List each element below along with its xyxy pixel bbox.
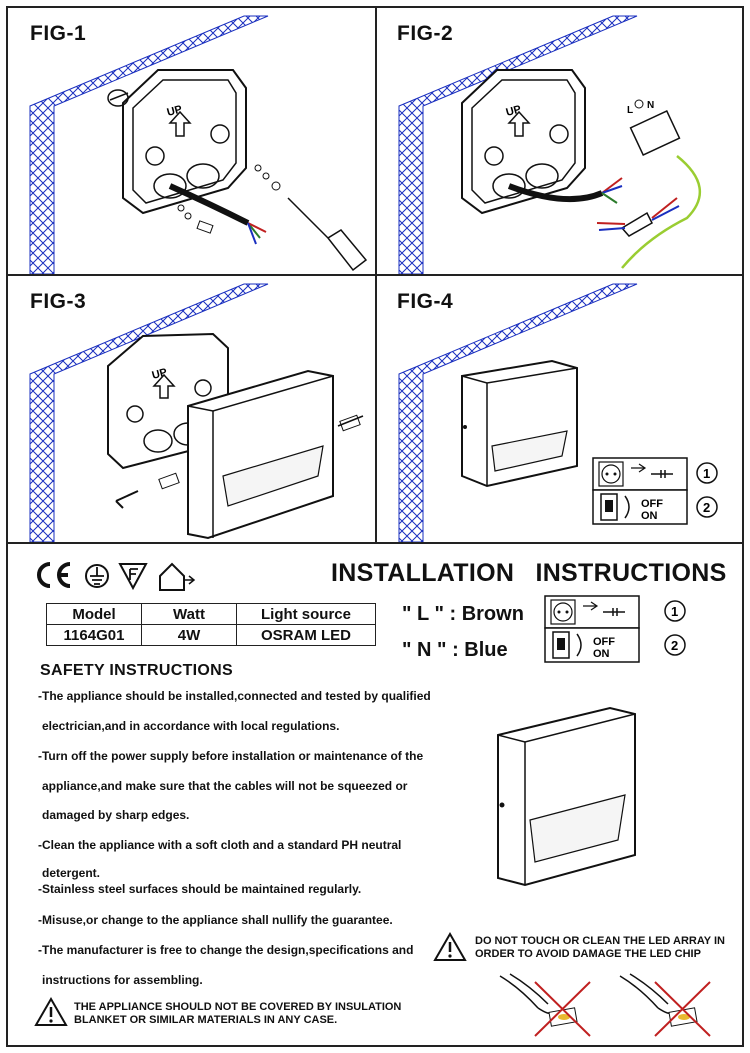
led-warning-line: ORDER TO AVOID DAMAGE THE LED CHIP <box>475 948 701 960</box>
svg-text:OFF: OFF <box>641 498 663 510</box>
f-mark-icon <box>118 563 148 591</box>
safety-line: detergent. <box>42 866 101 880</box>
fig2-label: FIG-2 <box>397 22 454 45</box>
lamp-body <box>187 369 334 540</box>
spec-model: 1164G01 <box>46 624 142 646</box>
spec-table: Model Watt Light source 1164G01 4W OSRAM… <box>46 603 376 646</box>
fig1-label: FIG-1 <box>30 22 87 45</box>
mounting-plate <box>122 69 247 215</box>
main-switch-panel: OFF ON 1 2 <box>544 595 686 663</box>
spec-header-watt: Watt <box>141 603 237 625</box>
product-illustration <box>497 706 636 887</box>
spec-table-header: Model Watt Light source <box>46 603 376 625</box>
safety-line: damaged by sharp edges. <box>42 808 190 822</box>
divider-v <box>375 6 377 544</box>
fig3-label: FIG-3 <box>30 290 87 313</box>
wire-l-label: " L " : Brown <box>402 603 524 625</box>
svg-text:1: 1 <box>703 466 710 481</box>
svg-text:ON: ON <box>641 510 658 522</box>
spec-header-light-source: Light source <box>236 603 376 625</box>
wire-n-label: " N " : Blue <box>402 639 508 661</box>
svg-text:2: 2 <box>703 500 710 515</box>
svg-text:UP: UP <box>151 366 169 382</box>
svg-text:N: N <box>647 100 654 111</box>
earth-ground-icon <box>85 564 109 588</box>
certification-marks <box>37 562 196 591</box>
indoor-use-icon <box>159 562 196 591</box>
safety-line: instructions for assembling. <box>42 973 203 987</box>
svg-text:ON: ON <box>593 648 610 660</box>
cable <box>168 183 250 226</box>
fig4-switch-panel: OFF ON 1 2 <box>592 457 718 525</box>
cover-warning-line: THE APPLIANCE SHOULD NOT BE COVERED BY I… <box>74 1001 402 1013</box>
safety-line: -The appliance should be installed,conne… <box>38 689 431 703</box>
safety-line: -The manufacturer is free to change the … <box>38 943 414 957</box>
safety-line: electrician,and in accordance with local… <box>42 719 340 733</box>
svg-text:L: L <box>627 105 633 116</box>
spec-light-source: OSRAM LED <box>236 624 376 646</box>
svg-text:UP: UP <box>505 103 523 119</box>
spec-table-row: 1164G01 4W OSRAM LED <box>46 624 376 646</box>
safety-line: appliance,and make sure that the cables … <box>42 779 408 793</box>
fig2-illustration: UP L N <box>398 15 702 274</box>
led-warning-text: DO NOT TOUCH OR CLEAN THE LED ARRAY IN O… <box>475 935 725 961</box>
fig1-illustration: UP <box>29 15 368 274</box>
safety-heading: SAFETY INSTRUCTIONS <box>40 662 233 679</box>
safety-line: -Misuse,or change to the appliance shall… <box>38 913 393 927</box>
spec-watt: 4W <box>141 624 237 646</box>
fig3-illustration: UP <box>29 283 364 542</box>
led-warning-line: DO NOT TOUCH OR CLEAN THE LED ARRAY IN <box>475 935 725 947</box>
lamp-installed <box>461 359 578 488</box>
svg-text:2: 2 <box>671 638 678 653</box>
svg-text:UP: UP <box>166 103 184 119</box>
safety-line: -Turn off the power supply before instal… <box>38 749 424 763</box>
led-warning-icon <box>433 932 467 961</box>
wall-edge <box>29 15 269 274</box>
screwdriver <box>287 197 368 272</box>
safety-line: -Stainless steel surfaces should be main… <box>38 882 362 896</box>
fig4-illustration <box>398 283 638 542</box>
cover-warning-line: BLANKET OR SIMILAR MATERIALS IN ANY CASE… <box>74 1014 338 1026</box>
ce-mark-icon <box>37 562 71 588</box>
page-title: INSTALLATION INSTRUCTIONS <box>331 559 727 587</box>
no-touch-illustration <box>499 973 711 1037</box>
safety-line: -Clean the appliance with a soft cloth a… <box>38 838 402 852</box>
svg-text:OFF: OFF <box>593 636 615 648</box>
svg-text:1: 1 <box>671 604 678 619</box>
cover-warning-text: THE APPLIANCE SHOULD NOT BE COVERED BY I… <box>74 1001 401 1027</box>
fig4-label: FIG-4 <box>397 290 454 313</box>
terminal-block <box>629 109 681 157</box>
spec-header-model: Model <box>46 603 142 625</box>
cover-warning-icon <box>34 997 68 1026</box>
